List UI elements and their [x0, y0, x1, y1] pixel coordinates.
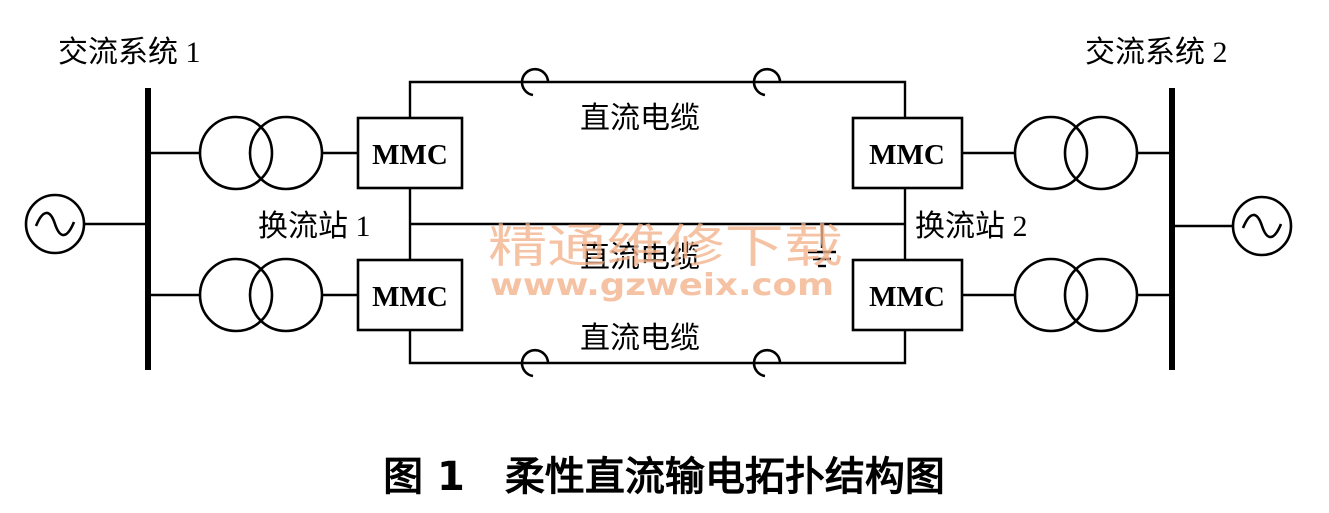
dc-cable-middle-label: 直流电缆 [580, 241, 700, 274]
mmc-label: MMC [869, 139, 945, 171]
mmc-box [851, 258, 964, 332]
cable-crossing-icon [752, 67, 782, 97]
cable-crossing-icon [520, 67, 550, 97]
watermark-title: 精通维修下载 [488, 219, 843, 273]
converter-station-1: MMC MMC 换流站 1 [258, 116, 464, 332]
cable-crossing-icon [520, 348, 550, 378]
ac-system-1: 交流系统 1 [24, 36, 358, 370]
ac-source-1-wave-icon [34, 211, 76, 237]
mmc-label: MMC [869, 281, 945, 313]
dc-cable-top-line [408, 80, 907, 118]
ac-system-2-label: 交流系统 2 [1085, 36, 1228, 69]
watermark-url: www.gzweix.com [490, 268, 834, 303]
dc-cable-middle: 直流电缆 [408, 188, 907, 274]
mmc-box [851, 116, 964, 190]
ac-system-2: 交流系统 2 [962, 36, 1293, 370]
mmc-box [356, 258, 464, 332]
mmc-label: MMC [372, 139, 448, 171]
converter-station-2-label: 换流站 2 [915, 210, 1028, 243]
dc-cable-top: 直流电缆 [408, 67, 907, 135]
dc-cable-top-label: 直流电缆 [580, 102, 700, 135]
dc-cable-bottom-label: 直流电缆 [580, 322, 700, 355]
transformer-1b-icon [198, 257, 324, 333]
watermark: 精通维修下载 www.gzweix.com [488, 219, 843, 303]
mmc-box [356, 116, 464, 190]
transformer-1a-icon [198, 115, 324, 191]
dc-cable-bottom: 直流电缆 [408, 322, 907, 378]
converter-station-2: MMC MMC 换流站 2 [851, 116, 1028, 332]
ac-source-2-wave-icon [1241, 213, 1283, 239]
cable-crossing-icon [752, 348, 782, 378]
converter-station-1-label: 换流站 1 [258, 210, 371, 243]
mmc-label: MMC [372, 281, 448, 313]
transformer-2a-icon [1013, 115, 1139, 191]
ground-icon [808, 224, 836, 268]
dc-cable-bottom-line [408, 330, 907, 365]
ac-system-1-label: 交流系统 1 [58, 36, 201, 69]
figure-caption: 图 1 柔性直流输电拓扑结构图 [383, 454, 945, 500]
transformer-2b-icon [1013, 257, 1139, 333]
